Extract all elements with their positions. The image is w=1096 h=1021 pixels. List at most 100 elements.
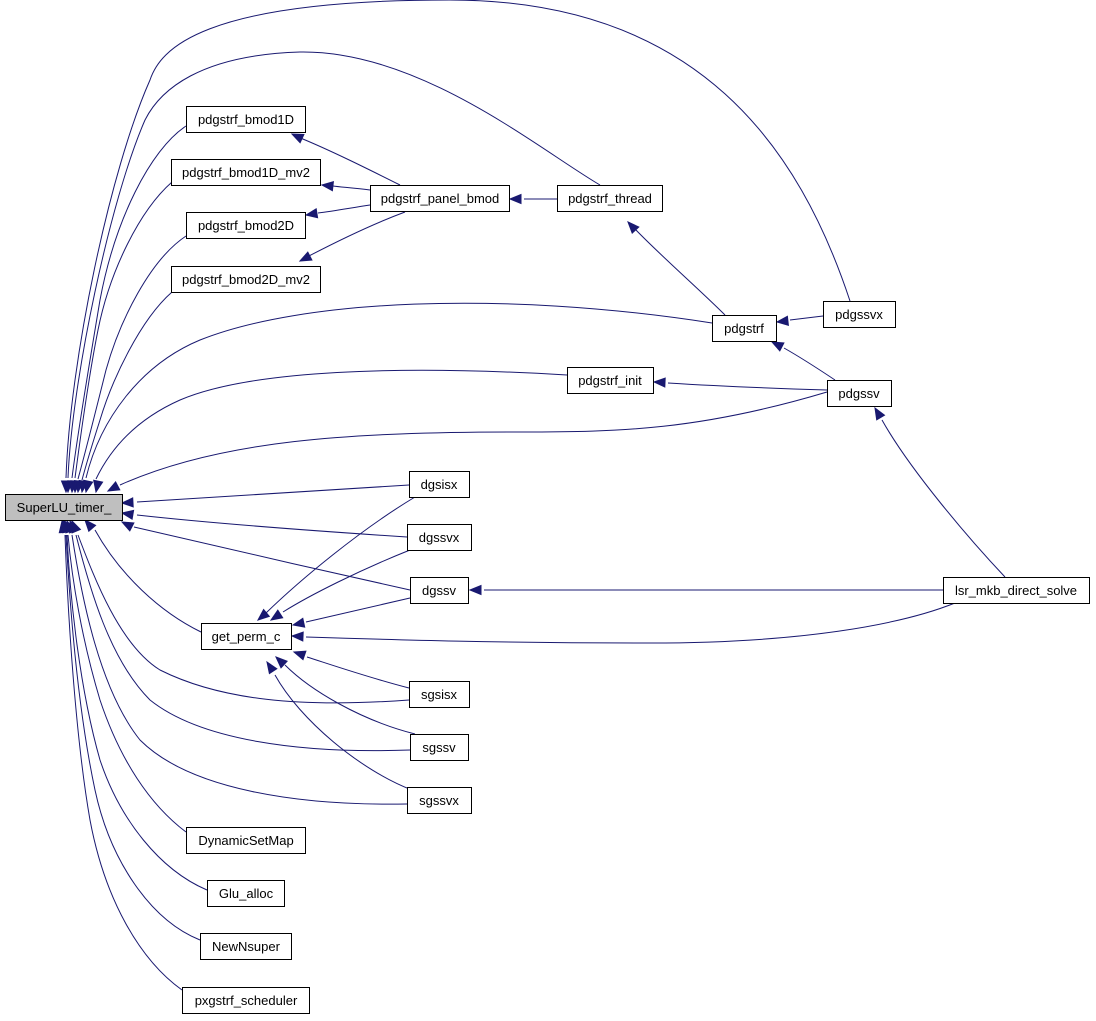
svg-text:pxgstrf_scheduler: pxgstrf_scheduler: [195, 993, 298, 1008]
node-sgssv[interactable]: sgssv: [410, 734, 469, 761]
svg-text:sgssv: sgssv: [422, 740, 456, 755]
svg-text:pdgstrf_panel_bmod: pdgstrf_panel_bmod: [381, 191, 500, 206]
node-dgssv[interactable]: dgssv: [410, 577, 469, 604]
edge-dgssvx-to-root: [136, 514, 408, 538]
svg-text:pdgstrf: pdgstrf: [724, 321, 764, 336]
svg-text:sgssvx: sgssvx: [419, 793, 459, 808]
edge-dgssv-to-root-arrowhead: [120, 521, 135, 532]
edge-pdgssv-to-root: [119, 391, 828, 486]
svg-text:SuperLU_timer_: SuperLU_timer_: [17, 500, 112, 515]
edge-dgssvx-to-root-arrowhead: [120, 509, 135, 521]
node-pdgstrf[interactable]: pdgstrf: [712, 315, 777, 342]
edge-pdgstrf-to-thread: [635, 229, 726, 316]
svg-text:dgsisx: dgsisx: [421, 477, 458, 492]
node-dynamic-set-map[interactable]: DynamicSetMap: [186, 827, 306, 854]
edge-pxgstrf-to-root-arrowhead: [58, 519, 70, 534]
edge-lsr-to-dgssv-arrowhead: [468, 584, 482, 596]
edge-pdgssvx-to-pdgstrf: [789, 315, 824, 321]
edge-pdgssv-to-root-arrowhead: [106, 481, 121, 492]
edge-bmod1dmv2-to-root: [74, 181, 173, 479]
edge-bmod2d-to-root: [77, 235, 187, 480]
edge-thread-to-root: [67, 51, 601, 479]
edge-bmod1d-to-root: [71, 125, 187, 479]
edge-getpermc-to-root: [94, 529, 202, 633]
edge-dgsisx-to-root: [136, 484, 410, 503]
svg-text:dgssv: dgssv: [422, 583, 456, 598]
edge-panelbmod-to-bmod1d-arrowhead: [290, 133, 305, 144]
node-lsr-mkb-direct-solve[interactable]: lsr_mkb_direct_solve: [943, 577, 1090, 604]
edge-sgsisx-to-getpermc-arrowhead: [292, 650, 307, 661]
edge-dynamic-to-root: [67, 534, 187, 833]
edge-panelbmod-to-bmod1d: [297, 136, 401, 186]
edge-pdgssvx-to-root: [65, 0, 851, 479]
svg-text:sgsisx: sgsisx: [421, 687, 458, 702]
edge-lsr-to-pdgssv-arrowhead: [874, 406, 886, 421]
edge-bmod2dmv2-to-root: [81, 291, 173, 481]
edge-sgssvx-to-getpermc: [274, 674, 413, 791]
node-new-nsuper[interactable]: NewNsuper: [200, 933, 292, 960]
edge-sgssv-to-getpermc: [284, 664, 416, 735]
edge-init-to-root-arrowhead: [93, 479, 104, 494]
edge-panelbmod-to-bmod2dmv2: [306, 211, 406, 258]
edge-pdgstrf-to-root: [85, 302, 713, 479]
edge-pdgssvx-to-pdgstrf-arrowhead: [775, 315, 789, 326]
edge-pdgssv-to-init: [667, 382, 828, 391]
edge-dgssv-to-getpermc-arrowhead: [291, 617, 306, 628]
svg-text:pdgstrf_bmod2D: pdgstrf_bmod2D: [198, 218, 294, 233]
call-edges: [58, 0, 1006, 991]
edge-pdgstrf-to-root-arrowhead: [83, 479, 94, 494]
node-glu-alloc[interactable]: Glu_alloc: [207, 880, 285, 907]
node-pxgstrf-scheduler[interactable]: pxgstrf_scheduler: [182, 987, 310, 1014]
svg-text:pdgstrf_bmod2D_mv2: pdgstrf_bmod2D_mv2: [182, 272, 310, 287]
edge-panelbmod-to-bmod1dmv2: [332, 185, 371, 191]
svg-text:pdgssv: pdgssv: [838, 386, 880, 401]
svg-text:pdgstrf_bmod1D_mv2: pdgstrf_bmod1D_mv2: [182, 165, 310, 180]
edge-glualloc-to-root: [66, 534, 208, 891]
svg-text:get_perm_c: get_perm_c: [212, 629, 281, 644]
edge-sgssvx-to-root: [71, 534, 408, 805]
edge-dgssv-to-root: [133, 526, 411, 591]
node-dgssvx[interactable]: dgssvx: [407, 524, 472, 551]
edge-dgsisx-to-getpermc-arrowhead: [256, 608, 271, 621]
svg-text:lsr_mkb_direct_solve: lsr_mkb_direct_solve: [955, 583, 1077, 598]
node-pdgssvx[interactable]: pdgssvx: [823, 301, 896, 328]
edge-pxgstrf-to-root: [64, 534, 183, 991]
edge-sgssvx-to-getpermc-arrowhead: [266, 660, 278, 675]
node-get-perm-c[interactable]: get_perm_c: [201, 623, 292, 650]
edge-lsr-to-getpermc-arrowhead: [290, 631, 304, 642]
edge-pdgssv-to-pdgstrf: [783, 347, 836, 381]
edge-dgsisx-to-root-arrowhead: [120, 497, 134, 508]
node-pdgstrf-bmod1d-mv2[interactable]: pdgstrf_bmod1D_mv2: [171, 159, 321, 186]
edge-lsr-to-getpermc: [305, 602, 956, 644]
svg-text:pdgssvx: pdgssvx: [835, 307, 883, 322]
edge-init-to-root: [95, 369, 568, 480]
edge-pdgssv-to-pdgstrf-arrowhead: [770, 341, 785, 352]
edge-panelbmod-to-bmod2d-arrowhead: [304, 207, 319, 219]
node-sgssvx[interactable]: sgssvx: [407, 787, 472, 814]
node-dgsisx[interactable]: dgsisx: [409, 471, 470, 498]
node-pdgstrf-bmod2d[interactable]: pdgstrf_bmod2D: [186, 212, 306, 239]
edge-sgsisx-to-root: [77, 534, 410, 704]
node-pdgstrf-bmod1d[interactable]: pdgstrf_bmod1D: [186, 106, 306, 133]
edge-lsr-to-pdgssv: [881, 419, 1006, 578]
edge-dgssvx-to-getpermc-arrowhead: [269, 609, 284, 621]
svg-text:pdgstrf_bmod1D: pdgstrf_bmod1D: [198, 112, 294, 127]
edge-pdgssv-to-init-arrowhead: [652, 377, 666, 388]
node-sgsisx[interactable]: sgsisx: [409, 681, 470, 708]
node-pdgstrf-panel-bmod[interactable]: pdgstrf_panel_bmod: [370, 185, 510, 212]
edge-sgssv-to-getpermc-arrowhead: [275, 656, 288, 669]
node-pdgssv[interactable]: pdgssv: [827, 380, 892, 407]
edge-panelbmod-to-bmod2dmv2-arrowhead: [298, 251, 313, 262]
edge-panelbmod-to-bmod1dmv2-arrowhead: [320, 181, 334, 192]
svg-text:pdgstrf_init: pdgstrf_init: [578, 373, 642, 388]
node-pdgstrf-init[interactable]: pdgstrf_init: [567, 367, 654, 394]
svg-text:pdgstrf_thread: pdgstrf_thread: [568, 191, 652, 206]
svg-text:DynamicSetMap: DynamicSetMap: [198, 833, 293, 848]
svg-text:dgssvx: dgssvx: [419, 530, 460, 545]
call-nodes: SuperLU_timer_ pdgstrf_bmod1D pdgstrf_bm…: [5, 106, 1090, 1014]
node-pdgstrf-thread[interactable]: pdgstrf_thread: [557, 185, 663, 212]
node-pdgstrf-bmod2d-mv2[interactable]: pdgstrf_bmod2D_mv2: [171, 266, 321, 293]
node-superlu-timer[interactable]: SuperLU_timer_: [5, 494, 123, 521]
svg-text:NewNsuper: NewNsuper: [212, 939, 281, 954]
